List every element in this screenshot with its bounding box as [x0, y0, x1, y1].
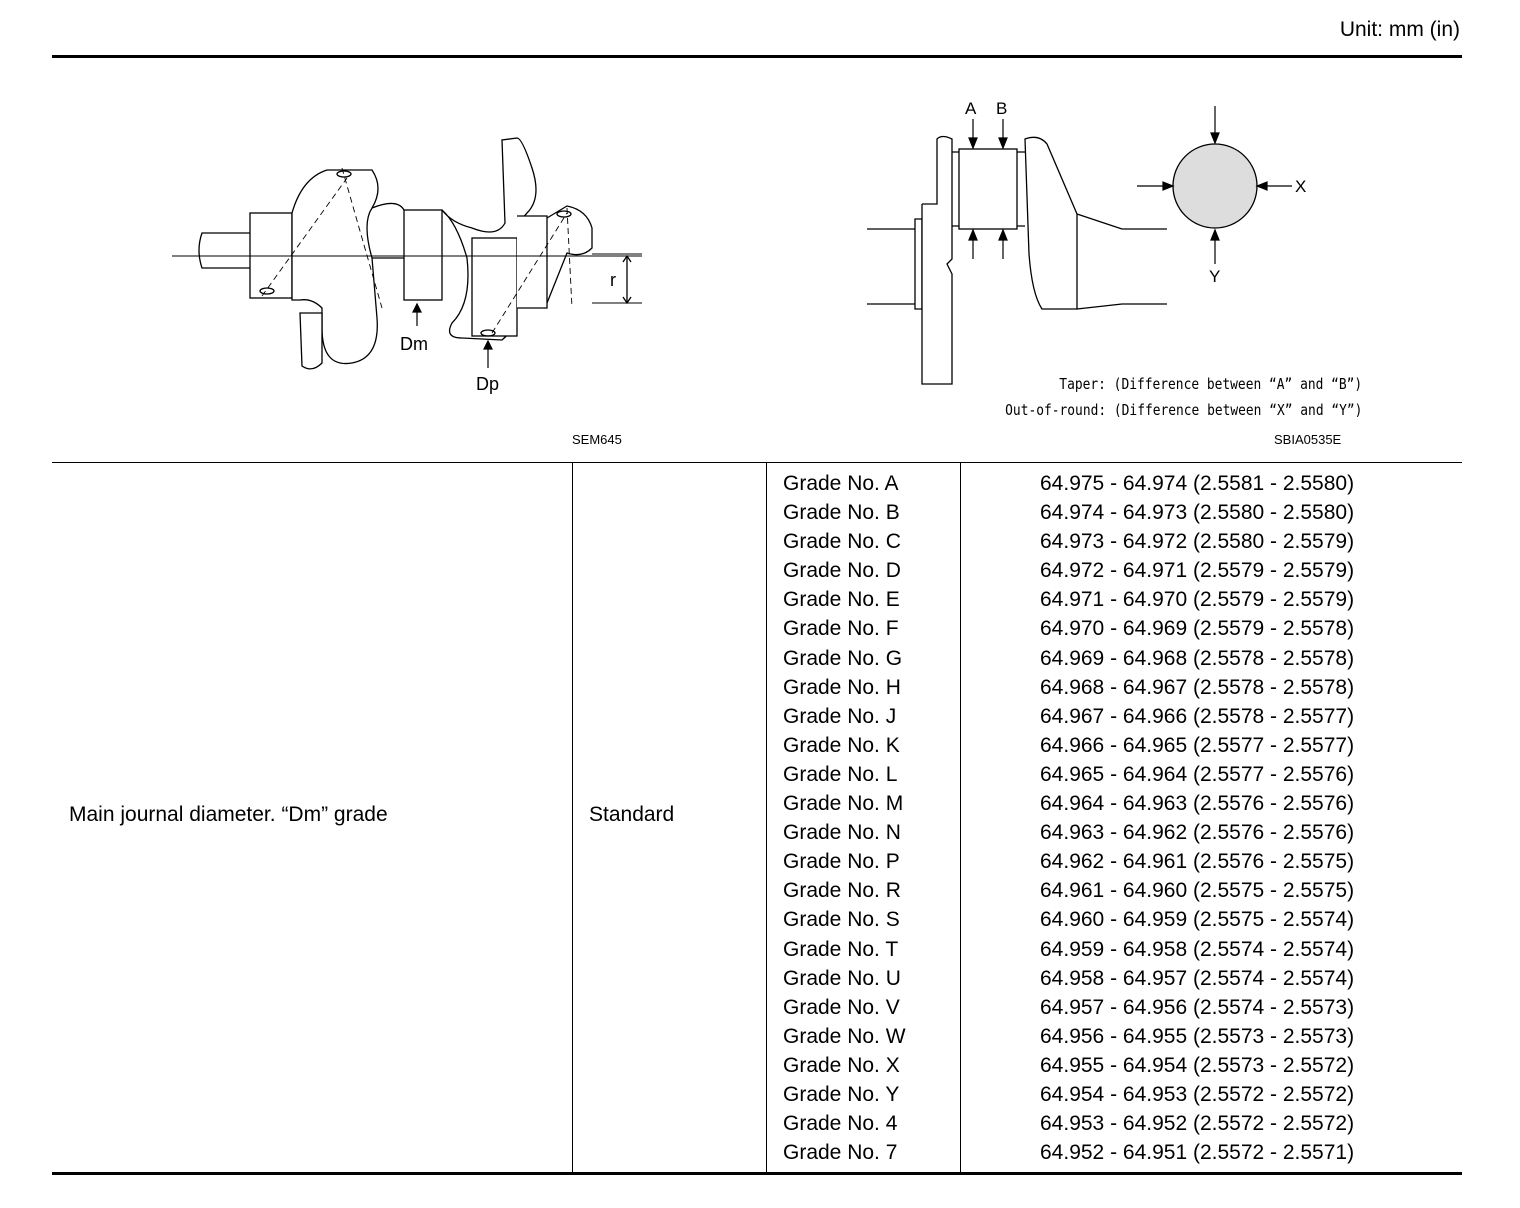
value-cell: 64.968 - 64.967 (2.5578 - 2.5578): [1040, 675, 1355, 699]
grade-cell: Grade No. T: [783, 937, 899, 961]
condition-cell: Standard: [589, 803, 675, 826]
x-label: X: [1295, 177, 1306, 196]
grade-cell: Grade No. H: [783, 675, 901, 699]
taper-caption: Taper: (Difference between “A” and “B”): [1059, 375, 1362, 393]
bottom-rule: [52, 1172, 1462, 1175]
r-label: r: [610, 270, 616, 290]
grade-cell: Grade No. X: [783, 1053, 900, 1077]
grade-cell: Grade No. V: [783, 995, 900, 1019]
grade-cell: Grade No. A: [783, 472, 899, 495]
value-cell: 64.972 - 64.971 (2.5579 - 2.5579): [1040, 559, 1355, 583]
value-cell: 64.967 - 64.966 (2.5578 - 2.5577): [1040, 704, 1355, 728]
figure-code-left: SEM645: [572, 432, 622, 447]
value-cell: 64.974 - 64.973 (2.5580 - 2.5580): [1040, 501, 1355, 525]
grade-cell: Grade No. P: [783, 850, 900, 874]
column-divider: [572, 463, 573, 1173]
grade-cell: Grade No. 7: [783, 1141, 898, 1165]
top-rule: [52, 55, 1462, 58]
value-cell: 64.962 - 64.961 (2.5576 - 2.5575): [1040, 850, 1355, 874]
grade-column: Grade No. A Grade No. B Grade No. C Grad…: [783, 469, 906, 1167]
grade-cell: Grade No. W: [783, 1024, 906, 1048]
value-cell: 64.960 - 64.959 (2.5575 - 2.5574): [1040, 908, 1355, 932]
value-cell: 64.970 - 64.969 (2.5579 - 2.5578): [1040, 617, 1355, 641]
grade-cell: Grade No. R: [783, 879, 901, 903]
value-cell: 64.959 - 64.958 (2.5574 - 2.5574): [1040, 937, 1355, 961]
grade-cell: Grade No. C: [783, 530, 901, 554]
value-cell: 64.954 - 64.953 (2.5572 - 2.5572): [1040, 1082, 1355, 1106]
grade-cell: Grade No. Y: [783, 1082, 900, 1106]
grade-cell: Grade No. S: [783, 908, 900, 932]
out-of-round-caption: Out-of-round: (Difference between “X” an…: [1004, 401, 1362, 419]
illustration-area: Dm Dp r SEM645: [52, 58, 1462, 462]
value-cell: 64.964 - 64.963 (2.5576 - 2.5576): [1040, 792, 1355, 816]
grade-cell: Grade No. U: [783, 966, 901, 990]
item-cell: Main journal diameter. “Dm” grade: [69, 803, 388, 826]
value-cell: 64.963 - 64.962 (2.5576 - 2.5576): [1040, 821, 1355, 845]
b-label: B: [996, 99, 1007, 118]
dm-label: Dm: [400, 334, 428, 354]
grade-cell: Grade No. L: [783, 762, 898, 786]
grade-cell: Grade No. F: [783, 617, 899, 641]
value-cell: 64.952 - 64.951 (2.5572 - 2.5571): [1040, 1141, 1355, 1165]
value-cell: 64.955 - 64.954 (2.5573 - 2.5572): [1040, 1053, 1355, 1077]
grade-cell: Grade No. D: [783, 559, 901, 583]
grade-cell: Grade No. B: [783, 501, 900, 525]
spec-table: Main journal diameter. “Dm” grade Standa…: [52, 462, 1462, 1173]
value-cell: 64.958 - 64.957 (2.5574 - 2.5574): [1040, 966, 1355, 990]
value-cell: 64.966 - 64.965 (2.5577 - 2.5577): [1040, 733, 1355, 757]
grade-cell: Grade No. N: [783, 821, 901, 845]
crankshaft-illustration: Dm Dp r: [172, 137, 642, 394]
value-cell: 64.953 - 64.952 (2.5572 - 2.5572): [1040, 1112, 1355, 1136]
value-cell: 64.965 - 64.964 (2.5577 - 2.5576): [1040, 762, 1355, 786]
column-divider: [960, 463, 961, 1173]
value-column: 64.975 - 64.974 (2.5581 - 2.5580) 64.974…: [1040, 469, 1354, 1167]
grade-cell: Grade No. E: [783, 588, 900, 612]
value-cell: 64.956 - 64.955 (2.5573 - 2.5573): [1040, 1024, 1355, 1048]
figure-code-right: SBIA0535E: [1274, 432, 1342, 447]
a-label: A: [965, 99, 977, 118]
y-label: Y: [1209, 267, 1220, 286]
grade-cell: Grade No. M: [783, 792, 904, 816]
value-cell: 64.973 - 64.972 (2.5580 - 2.5579): [1040, 530, 1355, 554]
grade-cell: Grade No. K: [783, 733, 900, 757]
grade-cell: Grade No. J: [783, 704, 897, 728]
grade-cell: Grade No. G: [783, 646, 903, 670]
value-cell: 64.961 - 64.960 (2.5575 - 2.5575): [1040, 879, 1355, 903]
value-cell: 64.975 - 64.974 (2.5581 - 2.5580): [1040, 472, 1355, 495]
column-divider: [766, 463, 767, 1173]
grade-cell: Grade No. 4: [783, 1112, 898, 1136]
value-cell: 64.957 - 64.956 (2.5574 - 2.5573): [1040, 995, 1355, 1019]
value-cell: 64.969 - 64.968 (2.5578 - 2.5578): [1040, 646, 1355, 670]
value-cell: 64.971 - 64.970 (2.5579 - 2.5579): [1040, 588, 1355, 612]
journal-measurement-illustration: A B X Y: [867, 99, 1306, 385]
dp-label: Dp: [476, 374, 499, 394]
unit-label: Unit: mm (in): [1339, 18, 1460, 41]
